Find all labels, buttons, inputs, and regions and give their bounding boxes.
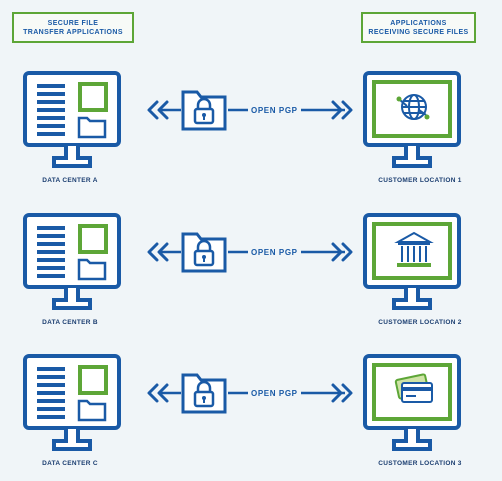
data-center-a-label: DATA CENTER A [42,177,98,184]
data-center-b-label: DATA CENTER B [42,319,98,326]
customer-location-3-monitor-icon [363,354,461,451]
transfer-arrow [147,373,353,414]
globe-network-icon [396,94,430,120]
credit-card-icon [394,373,433,403]
data-center-b-monitor-icon [23,213,121,310]
open-pgp-label-a: OPEN PGP [248,106,301,115]
customer-location-1-label: CUSTOMER LOCATION 1 [378,177,462,184]
bank-icon [394,231,434,267]
customer-location-1-monitor-icon [363,71,461,168]
customer-location-2-monitor-icon [363,213,461,310]
transfer-row-a: DATA CENTER A OPEN PGP CUSTOMER LOCATION… [0,70,502,190]
destination-header-label: APPLICATIONS RECEIVING SECURE FILES [368,19,469,36]
data-center-a-monitor-icon [23,71,121,168]
data-center-c-monitor-icon [23,354,121,451]
source-header: SECURE FILE TRANSFER APPLICATIONS [12,12,134,43]
destination-header: APPLICATIONS RECEIVING SECURE FILES [361,12,476,43]
data-center-c-label: DATA CENTER C [42,460,98,467]
transfer-row-b: DATA CENTER B OPEN PGP CUSTOMER LOCATION… [0,212,502,332]
transfer-arrow [147,90,353,131]
transfer-row-c: DATA CENTER C OPEN PGP CUSTOMER LOCATION… [0,353,502,473]
source-header-label: SECURE FILE TRANSFER APPLICATIONS [23,19,123,36]
customer-location-3-label: CUSTOMER LOCATION 3 [378,460,462,467]
transfer-arrow [147,232,353,273]
open-pgp-label-c: OPEN PGP [248,389,301,398]
open-pgp-label-b: OPEN PGP [248,248,301,257]
customer-location-2-label: CUSTOMER LOCATION 2 [378,319,462,326]
